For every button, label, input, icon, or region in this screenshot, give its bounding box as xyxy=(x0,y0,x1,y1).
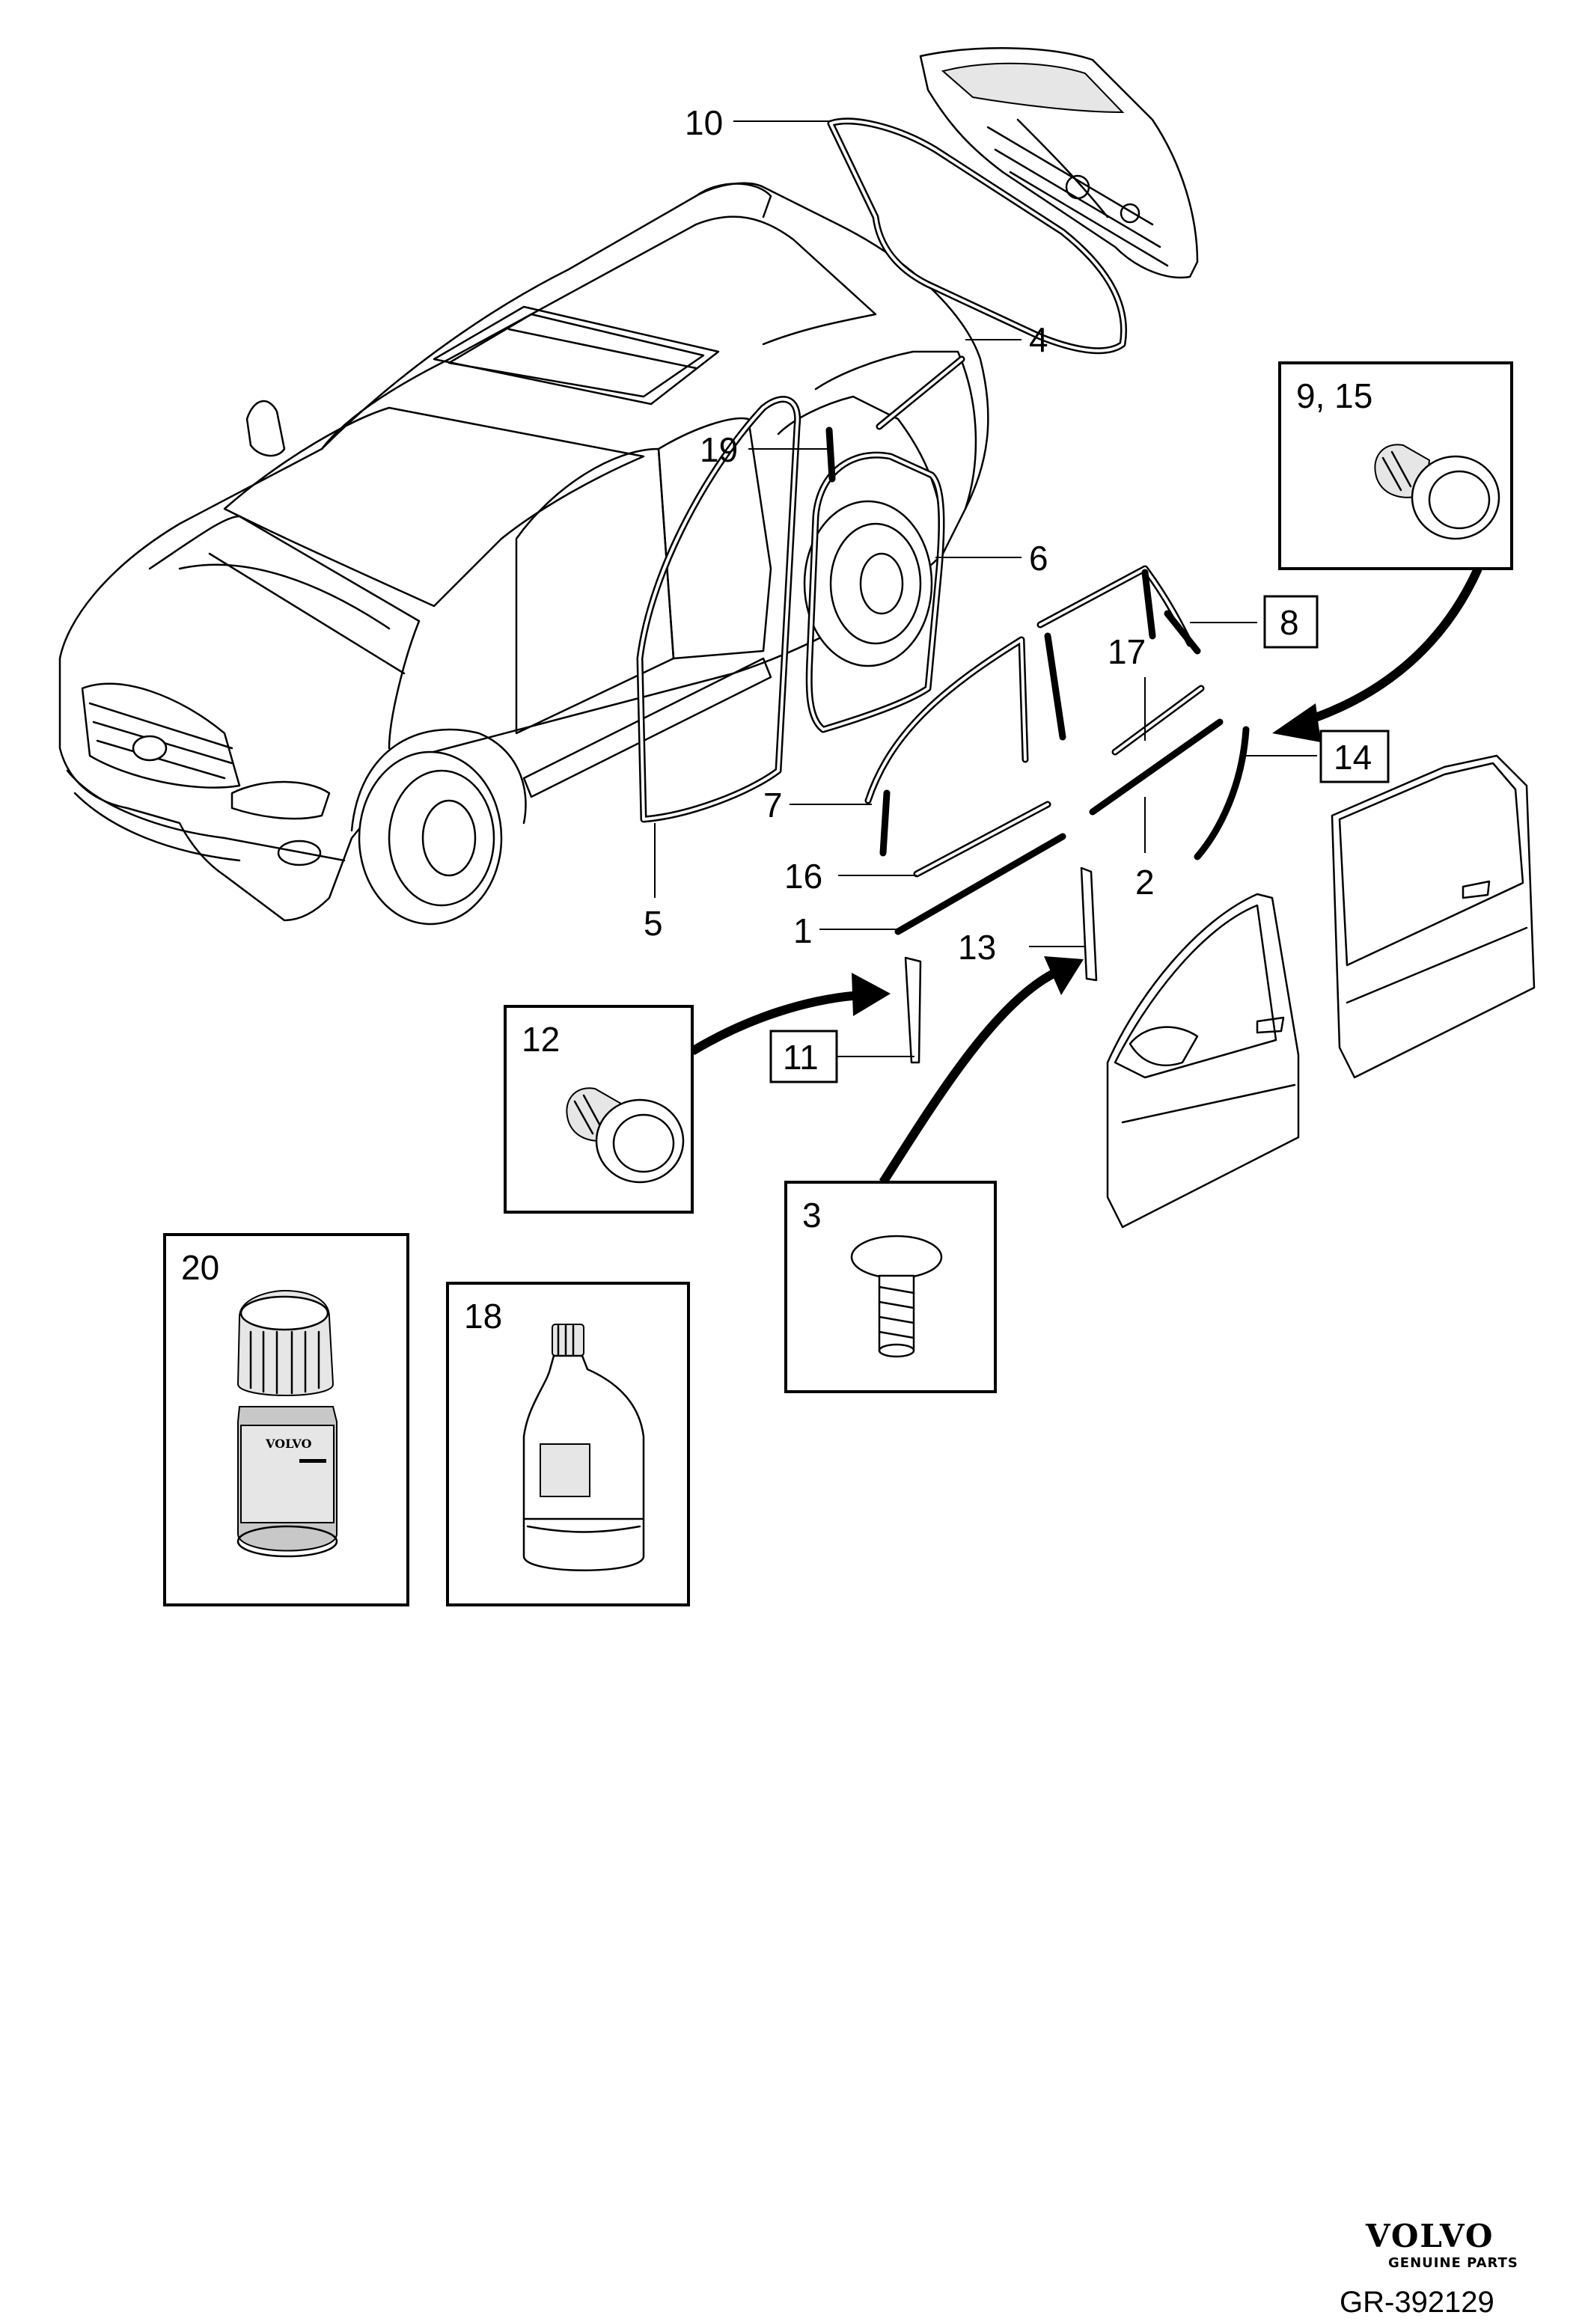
detail-box-9-15: 9, 15 xyxy=(1278,361,1513,570)
strip-14 xyxy=(1194,726,1250,860)
tailgate-seal xyxy=(827,117,1127,355)
pillar-trim-11 xyxy=(904,956,922,1064)
rear-window-frame xyxy=(1036,565,1201,655)
detail-label-20: 20 xyxy=(181,1248,219,1287)
callout-4: 4 xyxy=(1029,320,1048,359)
callout-19: 19 xyxy=(700,430,738,469)
trim-13 xyxy=(1080,866,1098,982)
tag-14-box xyxy=(1319,730,1390,783)
detail-label-12: 12 xyxy=(522,1020,560,1059)
front-door-seal xyxy=(636,396,801,823)
rear-door-seal xyxy=(805,451,945,733)
front-window-frame xyxy=(864,632,1066,857)
front-door xyxy=(1106,893,1300,1229)
detail-box-3: 3 xyxy=(784,1181,997,1393)
rear-door xyxy=(1331,754,1536,1079)
tailgate xyxy=(919,47,1199,279)
callout-7: 7 xyxy=(763,786,783,825)
detail-box-18: 18 xyxy=(446,1282,690,1606)
arrows xyxy=(689,566,1482,1185)
tag-8: 8 xyxy=(1280,603,1299,642)
callout-10: 10 xyxy=(685,103,723,142)
detail-label-9-15: 9, 15 xyxy=(1296,376,1372,415)
brand-logo: VOLVO xyxy=(1365,2218,1494,2254)
detail-box-20: 20 VOLVO xyxy=(163,1233,409,1606)
strip-1 xyxy=(894,833,1066,935)
detail-label-18: 18 xyxy=(464,1297,502,1336)
drawing-id: GR-392129 xyxy=(1340,2286,1494,2319)
jar-label: VOLVO xyxy=(265,1437,312,1451)
car-illustration xyxy=(58,182,989,926)
tag-11-box xyxy=(769,1030,838,1083)
callout-2: 2 xyxy=(1135,863,1155,902)
brand-subtitle: GENUINE PARTS xyxy=(1388,2255,1518,2271)
strip-2 xyxy=(1089,718,1224,816)
callout-1: 1 xyxy=(793,911,813,950)
footer: VOLVO GENUINE PARTS GR-392129 xyxy=(1340,2218,1518,2319)
leader-lines xyxy=(654,120,1317,1057)
strip-19 xyxy=(825,426,836,483)
detail-box-12: 12 xyxy=(504,1005,694,1214)
callout-6: 6 xyxy=(1029,539,1048,578)
detail-label-3: 3 xyxy=(802,1196,822,1235)
callout-13: 13 xyxy=(958,928,996,967)
callout-16: 16 xyxy=(784,857,822,896)
tag-11: 11 xyxy=(783,1038,819,1077)
callout-5: 5 xyxy=(644,904,663,943)
tag-14: 14 xyxy=(1334,738,1372,777)
callout-17: 17 xyxy=(1108,632,1146,671)
tag-8-box xyxy=(1263,595,1319,649)
